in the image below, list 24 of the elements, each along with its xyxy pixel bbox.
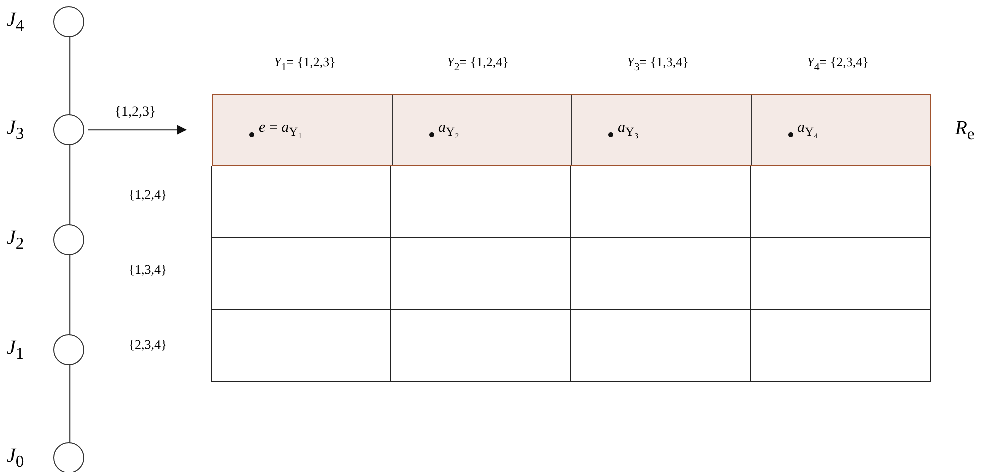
cell-label: a$_{Y₃}$ — [618, 120, 639, 140]
node-label: J$_{0}$ — [7, 444, 24, 472]
edge-label: {1,2,3} — [114, 105, 156, 121]
connector-line — [69, 37, 71, 115]
highlighted-row — [212, 94, 931, 166]
text-label: Y$_{1}$= {1,2,3} — [274, 54, 336, 74]
text-label: {2,3,4} — [128, 337, 168, 353]
text-label: R$_{e}$ — [955, 118, 975, 144]
node-label: J$_{2}$ — [7, 226, 24, 254]
connector-line — [69, 145, 71, 225]
node-label: J$_{1}$ — [7, 336, 24, 364]
cell-label: a$_{Y₄}$ — [798, 120, 818, 140]
text-label: {1,2,4} — [128, 187, 168, 203]
node-label: J$_{3}$ — [7, 116, 24, 144]
text-label: Y$_{4}$= {2,3,4} — [807, 54, 869, 74]
text-label: Y$_{3}$= {1,3,4} — [627, 54, 689, 74]
connector-line — [69, 255, 71, 335]
connector-line — [69, 365, 71, 443]
cell-label: a$_{Y₂}$ — [438, 120, 460, 140]
arrow — [88, 125, 187, 135]
cell-label: e = a$_{Y₁}$ — [259, 120, 303, 140]
text-label: Y$_{2}$= {1,2,4} — [447, 54, 509, 74]
text-label: {1,3,4} — [128, 262, 168, 278]
node-label: J$_{4}$ — [7, 8, 24, 36]
